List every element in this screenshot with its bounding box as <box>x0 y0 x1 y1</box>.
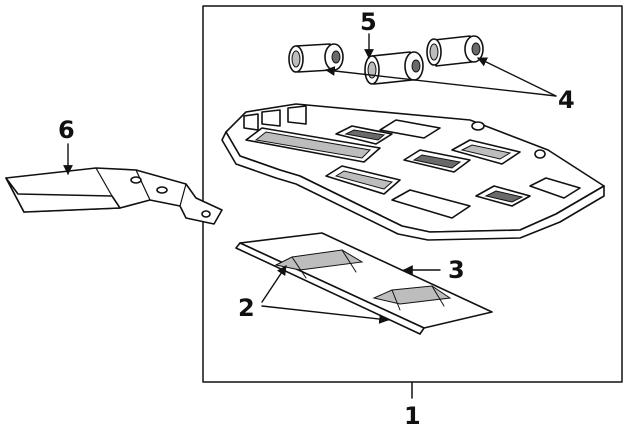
leader-2b <box>261 305 389 324</box>
assembly-frame <box>202 5 623 383</box>
callout-1: 1 <box>404 402 421 430</box>
bulb-left <box>288 43 344 73</box>
callout-3: 3 <box>448 256 465 284</box>
callout-2: 2 <box>238 294 255 322</box>
callout-5: 5 <box>360 8 377 36</box>
callout-6: 6 <box>58 116 75 144</box>
bulb-right <box>426 35 484 67</box>
leader-4b <box>477 57 557 97</box>
leader-4a <box>325 66 557 97</box>
callout-4: 4 <box>558 86 575 114</box>
console-housing <box>221 103 605 241</box>
bulb-center <box>364 51 424 85</box>
leader-2a <box>261 265 287 303</box>
mounting-bracket <box>5 167 223 225</box>
